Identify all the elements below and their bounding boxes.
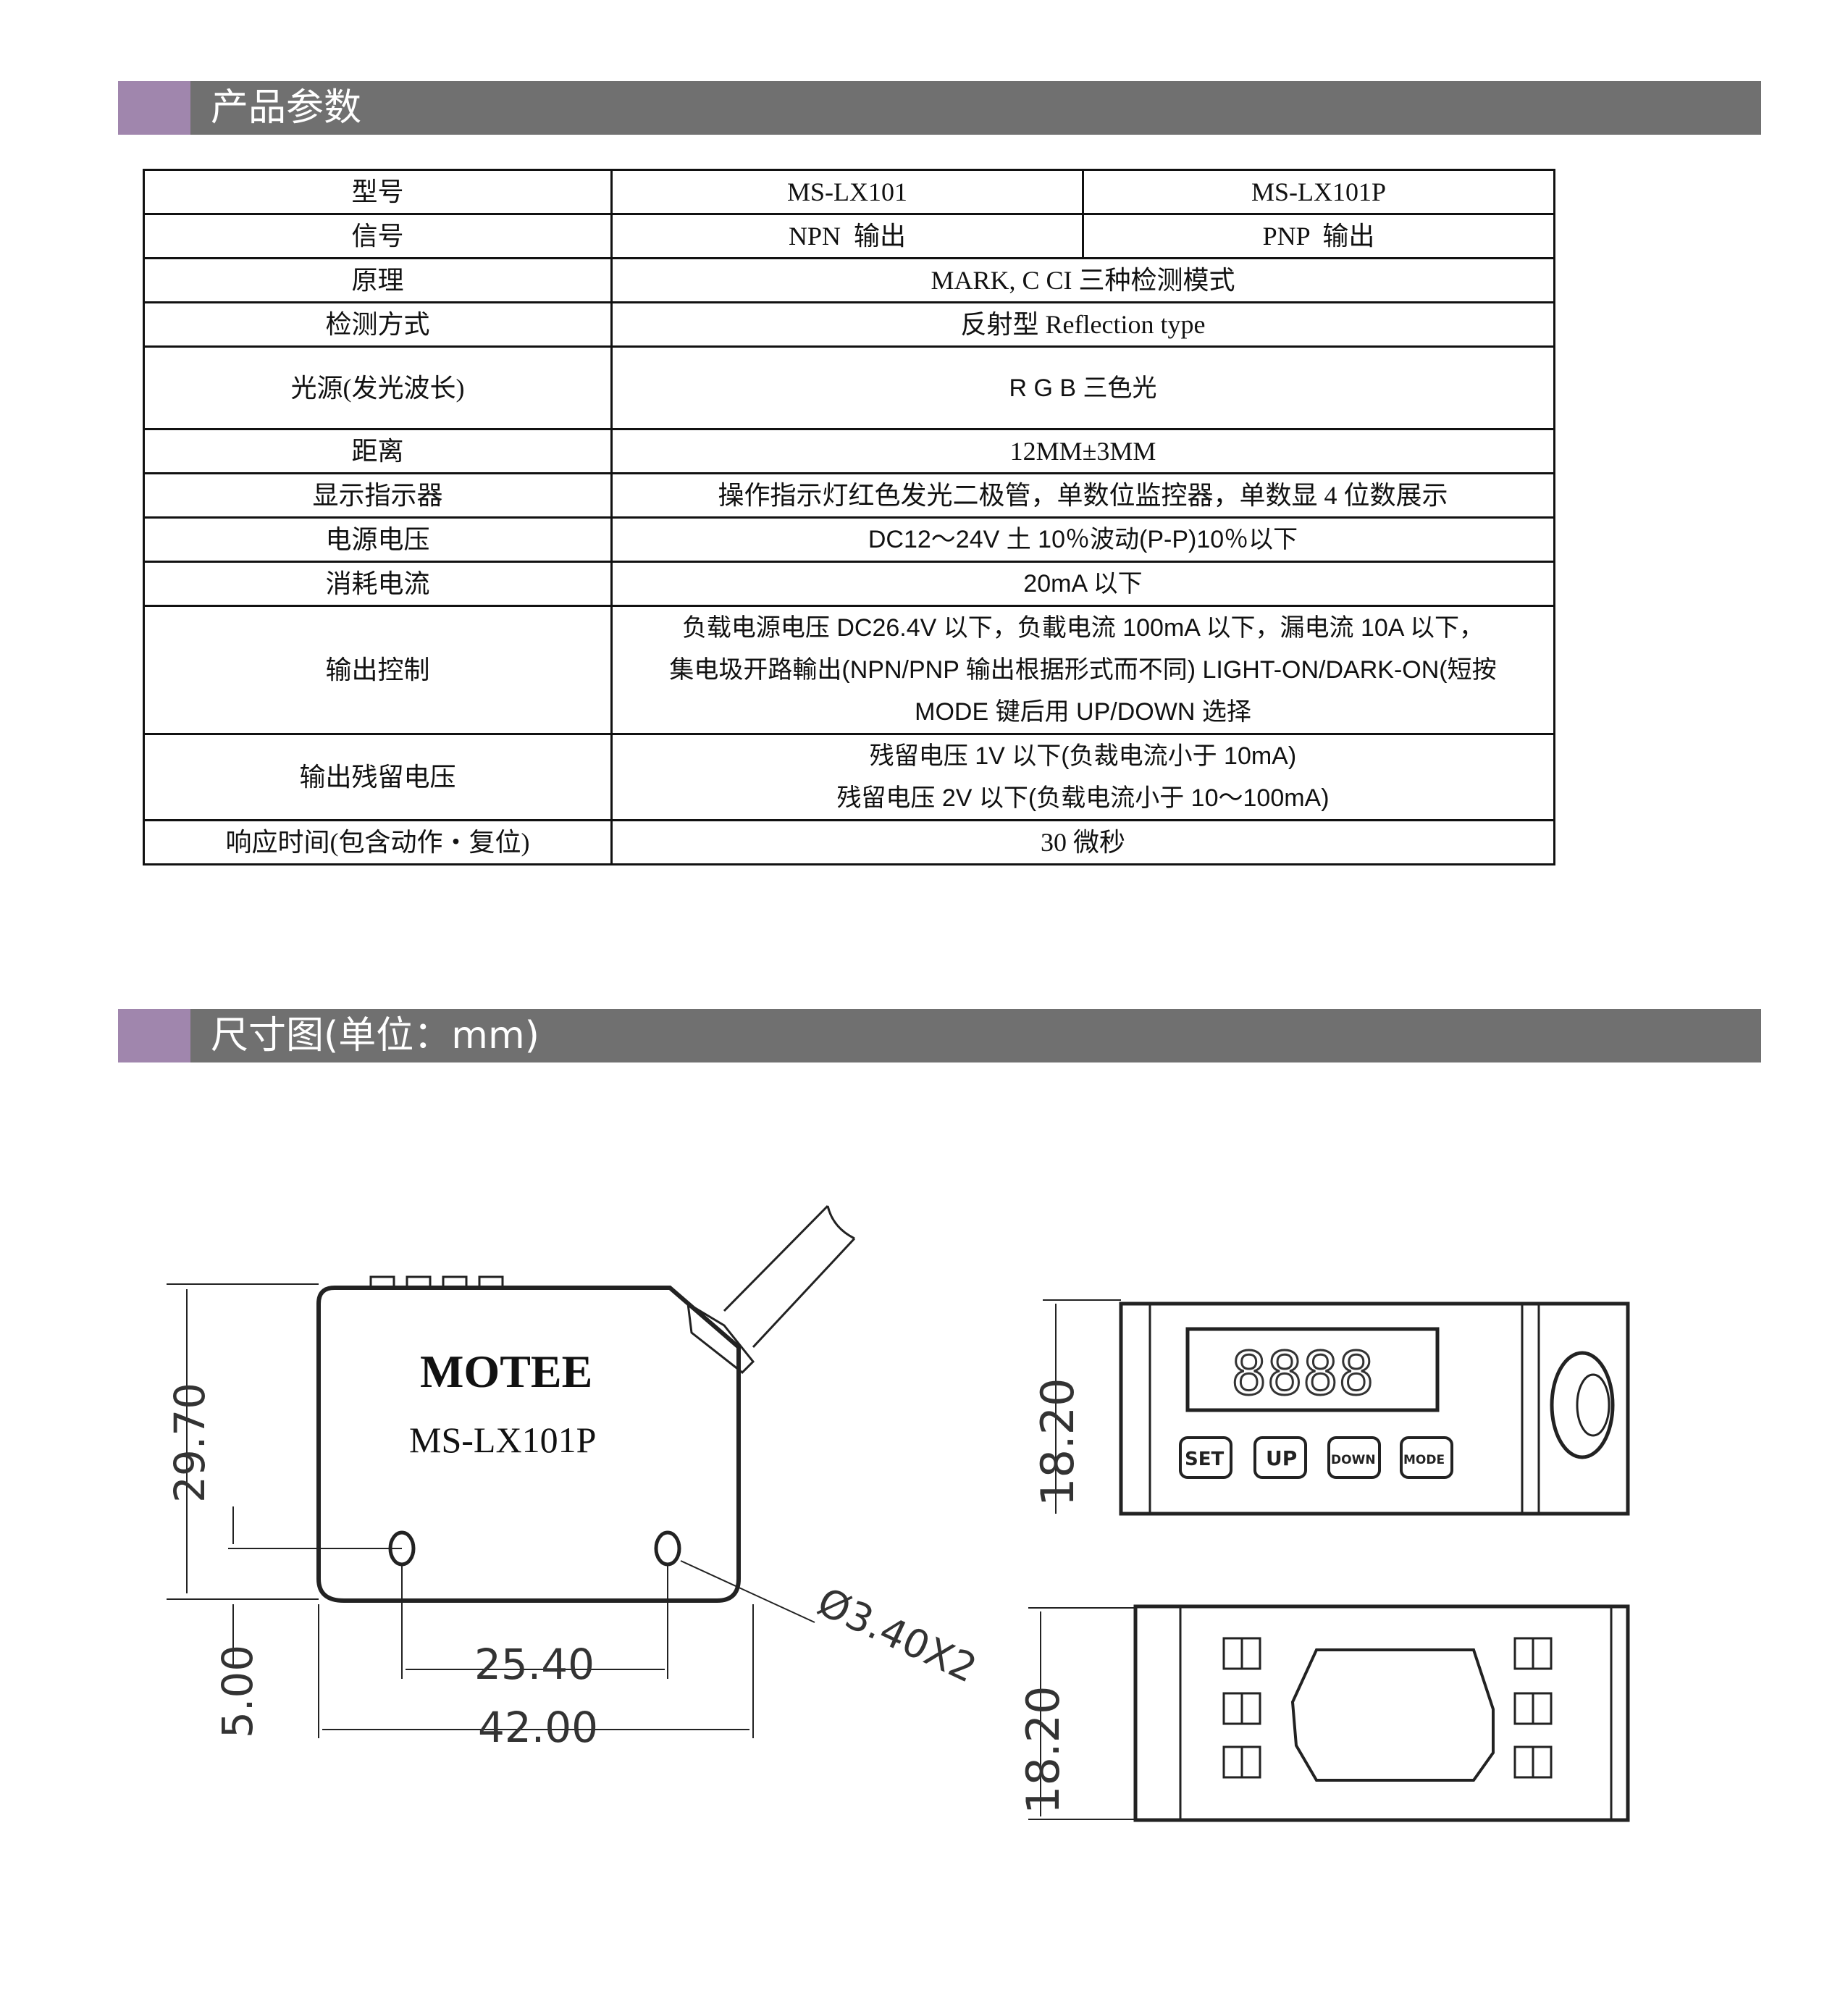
row-label: 输出残留电压 (143, 733, 613, 821)
bottom-view (1028, 1604, 1630, 1822)
table-row: 响应时间(包含动作・复位) 30 微秒 (143, 819, 1555, 865)
table-row: 检测方式 反射型 Reflection type (143, 301, 1555, 348)
row-label: 光源(发光波长) (143, 345, 613, 430)
brand-label: MOTEE (420, 1346, 592, 1397)
table-row: 原理 MARK, C CI 三种检测模式 (143, 257, 1555, 303)
row-value: MARK, C CI 三种检测模式 (610, 257, 1555, 303)
spec-table: 型号 MS-LX101 MS-LX101P 信号 NPN 输出 PNP 输出 原… (143, 169, 1555, 865)
model-label: MS-LX101P (409, 1420, 596, 1460)
row-label: 检测方式 (143, 301, 613, 348)
value-line: 集电圾开路輸出(NPN/PNP 输出根据形式而不同) LIGHT-ON/DARK… (669, 656, 1497, 684)
value-line: 残留电压 2V 以下(负载电流小于 10～100mA) (836, 784, 1330, 812)
table-row: 电源电压 DC12～24V 土 10％波动(P-P)10％以下 (143, 516, 1555, 563)
dim-hole-offset-label: 5.00 (213, 1645, 262, 1738)
button-mode-label: MODE (1403, 1453, 1445, 1467)
row-value: MS-LX101 (610, 169, 1084, 215)
value-line: MODE 键后用 UP/DOWN 选择 (915, 698, 1251, 726)
section-accent (118, 1009, 190, 1062)
row-value: NPN 输出 (610, 213, 1084, 259)
dim-depth-label: 18.20 (1031, 1378, 1084, 1507)
row-value-multiline: 残留电压 1V 以下(负裁电流小于 10mA) 残留电压 2V 以下(负载电流小… (610, 733, 1555, 821)
row-value: 30 微秒 (610, 819, 1555, 865)
table-row: 显示指示器 操作指示灯红色发光二极管，单数位监控器，单数显 4 位数展示 (143, 472, 1555, 519)
row-label: 距离 (143, 428, 613, 474)
row-label: 输出控制 (143, 605, 613, 735)
dimension-drawing: MOTEE MS-LX101P 29.70 5.00 25.40 42.00 Ø… (165, 1204, 1630, 1822)
dim-hole-dia-label: Ø3.40X2 (811, 1579, 984, 1692)
bottom-view-labels: 18.20 (1017, 1686, 1070, 1815)
table-row: 距离 12MM±3MM (143, 428, 1555, 474)
section-title: 尺寸图(单位：mm) (211, 1014, 539, 1057)
row-value: 20mA 以下 (610, 561, 1555, 607)
display-digits: 8888 (1231, 1340, 1374, 1409)
dim-height-label: 29.70 (165, 1383, 214, 1503)
row-value: 12MM±3MM (610, 428, 1555, 474)
row-label: 原理 (143, 257, 613, 303)
table-row: 信号 NPN 输出 PNP 输出 (143, 213, 1555, 259)
table-row: 输出控制 负载电源电压 DC26.4V 以下，负載电流 100mA 以下，漏电流… (143, 605, 1555, 735)
row-value: MS-LX101P (1082, 169, 1555, 215)
front-view (167, 1204, 856, 1738)
row-value: 操作指示灯红色发光二极管，单数位监控器，单数显 4 位数展示 (610, 472, 1555, 519)
section-header-dimensions: 尺寸图(单位：mm) (118, 1009, 1761, 1062)
row-label: 消耗电流 (143, 561, 613, 607)
button-down-label: DOWN (1331, 1453, 1376, 1467)
row-label: 型号 (143, 169, 613, 215)
dim-depth-label: 18.20 (1017, 1686, 1070, 1815)
row-label: 显示指示器 (143, 472, 613, 519)
value-line: 残留电压 1V 以下(负裁电流小于 10mA) (869, 742, 1297, 770)
row-label: 响应时间(包含动作・复位) (143, 819, 613, 865)
row-value: DC12～24V 土 10％波动(P-P)10％以下 (610, 516, 1555, 563)
row-value-multiline: 负载电源电压 DC26.4V 以下，负載电流 100mA 以下，漏电流 10A … (610, 605, 1555, 735)
section-accent (118, 81, 190, 135)
top-view (1043, 1299, 1630, 1516)
dim-hole-spacing-label: 25.40 (474, 1640, 595, 1689)
button-set-label: SET (1185, 1449, 1224, 1470)
button-up-label: UP (1266, 1446, 1297, 1470)
section-header-params: 产品参数 (118, 81, 1761, 135)
section-title: 产品参数 (211, 86, 362, 130)
table-row: 光源(发光波长) R G B 三色光 (143, 345, 1555, 430)
row-value: PNP 输出 (1082, 213, 1555, 259)
table-row: 消耗电流 20mA 以下 (143, 561, 1555, 607)
dim-width-label: 42.00 (478, 1703, 598, 1752)
row-value: 反射型 Reflection type (610, 301, 1555, 348)
row-value: R G B 三色光 (610, 345, 1555, 430)
value-line: 负载电源电压 DC26.4V 以下，负載电流 100mA 以下，漏电流 10A … (681, 614, 1484, 642)
top-view-labels: 8888 SET UP DOWN MODE 18.20 (1031, 1339, 1445, 1507)
row-label: 信号 (143, 213, 613, 259)
table-row: 型号 MS-LX101 MS-LX101P (143, 169, 1555, 215)
row-label: 电源电压 (143, 516, 613, 563)
table-row: 输出残留电压 残留电压 1V 以下(负裁电流小于 10mA) 残留电压 2V 以… (143, 733, 1555, 821)
